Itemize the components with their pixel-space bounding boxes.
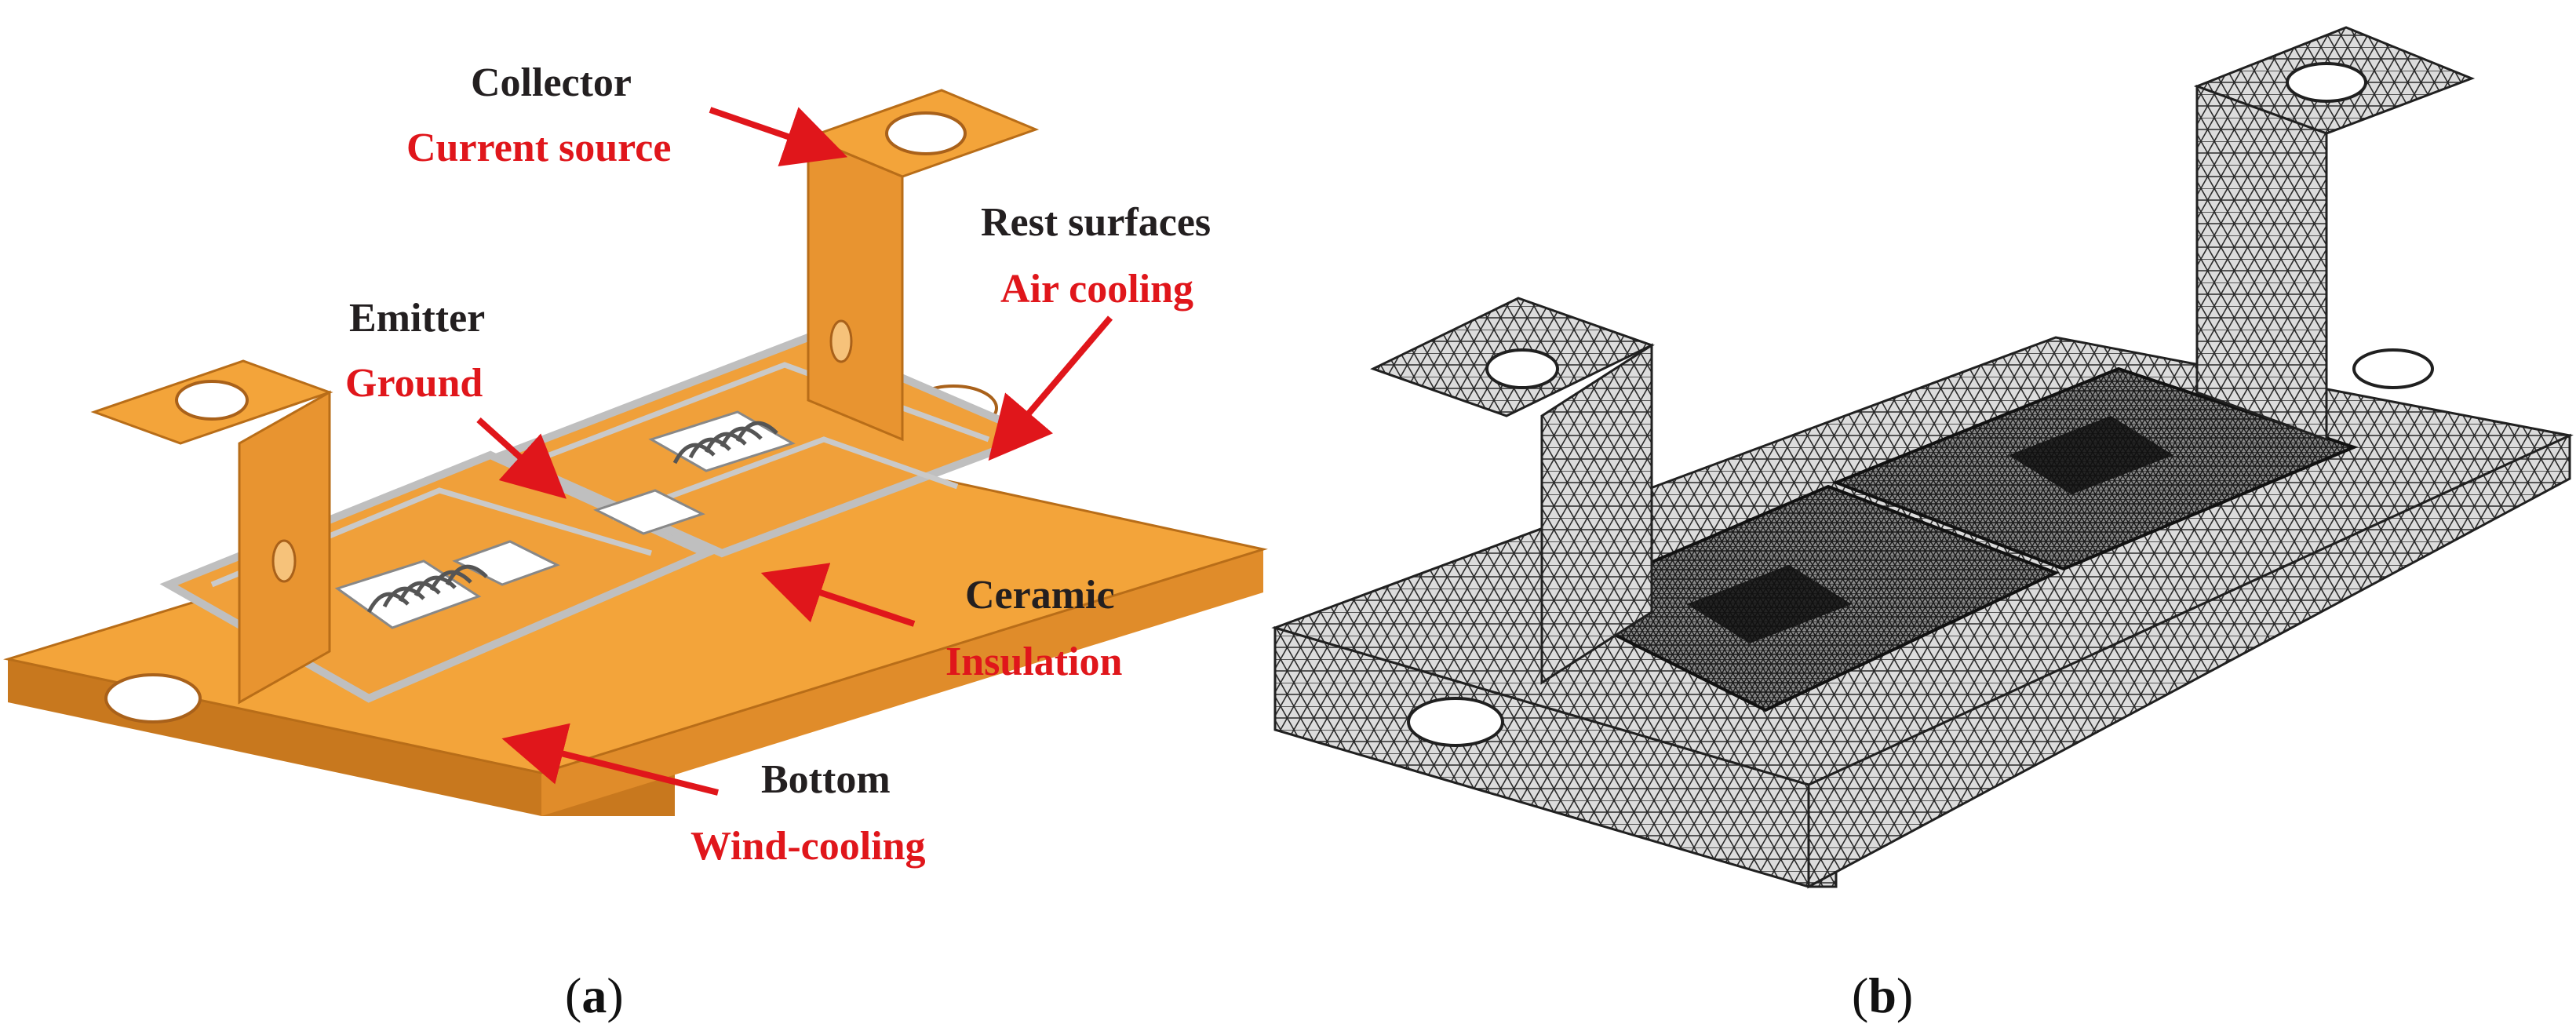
emitter-terminal-hole	[175, 380, 249, 421]
mesh-emitter-leg	[1540, 343, 1653, 685]
caption-a: (a)	[565, 968, 624, 1023]
collector-terminal-hole	[885, 111, 967, 155]
label-bottom-condition: Wind-cooling	[690, 824, 926, 869]
mesh-chip-left	[1687, 565, 1852, 643]
label-bottom: Bottom	[761, 757, 891, 802]
bond-wires-left	[366, 564, 488, 614]
arrow-rest-surfaces	[988, 315, 1113, 461]
caption-a-letter: a	[581, 968, 607, 1023]
label-rest-surfaces-condition: Air cooling	[1000, 267, 1193, 312]
mesh-collector-hole	[2286, 62, 2367, 103]
collector-leg-hole	[829, 319, 853, 363]
arrow-ceramic	[760, 563, 916, 627]
bond-wires-right	[672, 421, 778, 465]
collector-terminal-leg	[807, 135, 904, 442]
panel-a-labels: Collector Current source Rest surfaces A…	[345, 60, 1211, 869]
emitter-leg-hole	[271, 539, 297, 583]
label-collector-condition: Current source	[406, 126, 671, 170]
caption-a-close: )	[607, 968, 623, 1023]
label-ceramic: Ceramic	[965, 573, 1115, 618]
base-plate-side	[541, 549, 1263, 816]
label-rest-surfaces: Rest surfaces	[981, 200, 1211, 245]
mesh-base-hole-left	[1407, 697, 1504, 747]
panel-a-arrows	[476, 107, 1113, 796]
mesh-base-hole-right	[2352, 348, 2434, 389]
trace-right-2	[610, 436, 959, 521]
label-emitter: Emitter	[349, 296, 485, 341]
caption-b-letter: b	[1868, 968, 1896, 1023]
caption-a-open: (	[565, 968, 581, 1023]
label-emitter-condition: Ground	[345, 361, 483, 406]
arrow-emitter	[476, 417, 567, 499]
mesh-emitter-hole	[1485, 348, 1559, 389]
caption-b: (b)	[1852, 968, 1913, 1023]
arrow-bottom	[501, 723, 719, 796]
chip-right-die	[593, 489, 705, 535]
mesh-collector-leg	[2195, 84, 2328, 442]
panel-a-copper-module	[3, 89, 1268, 816]
trace-right	[548, 362, 990, 458]
label-ceramic-condition: Insulation	[946, 640, 1123, 684]
mesh-chip-right	[2009, 416, 2173, 494]
base-hole-left	[104, 673, 202, 723]
caption-b-close: )	[1896, 968, 1913, 1023]
label-collector: Collector	[471, 60, 632, 105]
caption-b-open: (	[1852, 968, 1868, 1023]
arrow-collector	[709, 107, 848, 167]
panel-b-mesh-model	[1271, 26, 2574, 889]
